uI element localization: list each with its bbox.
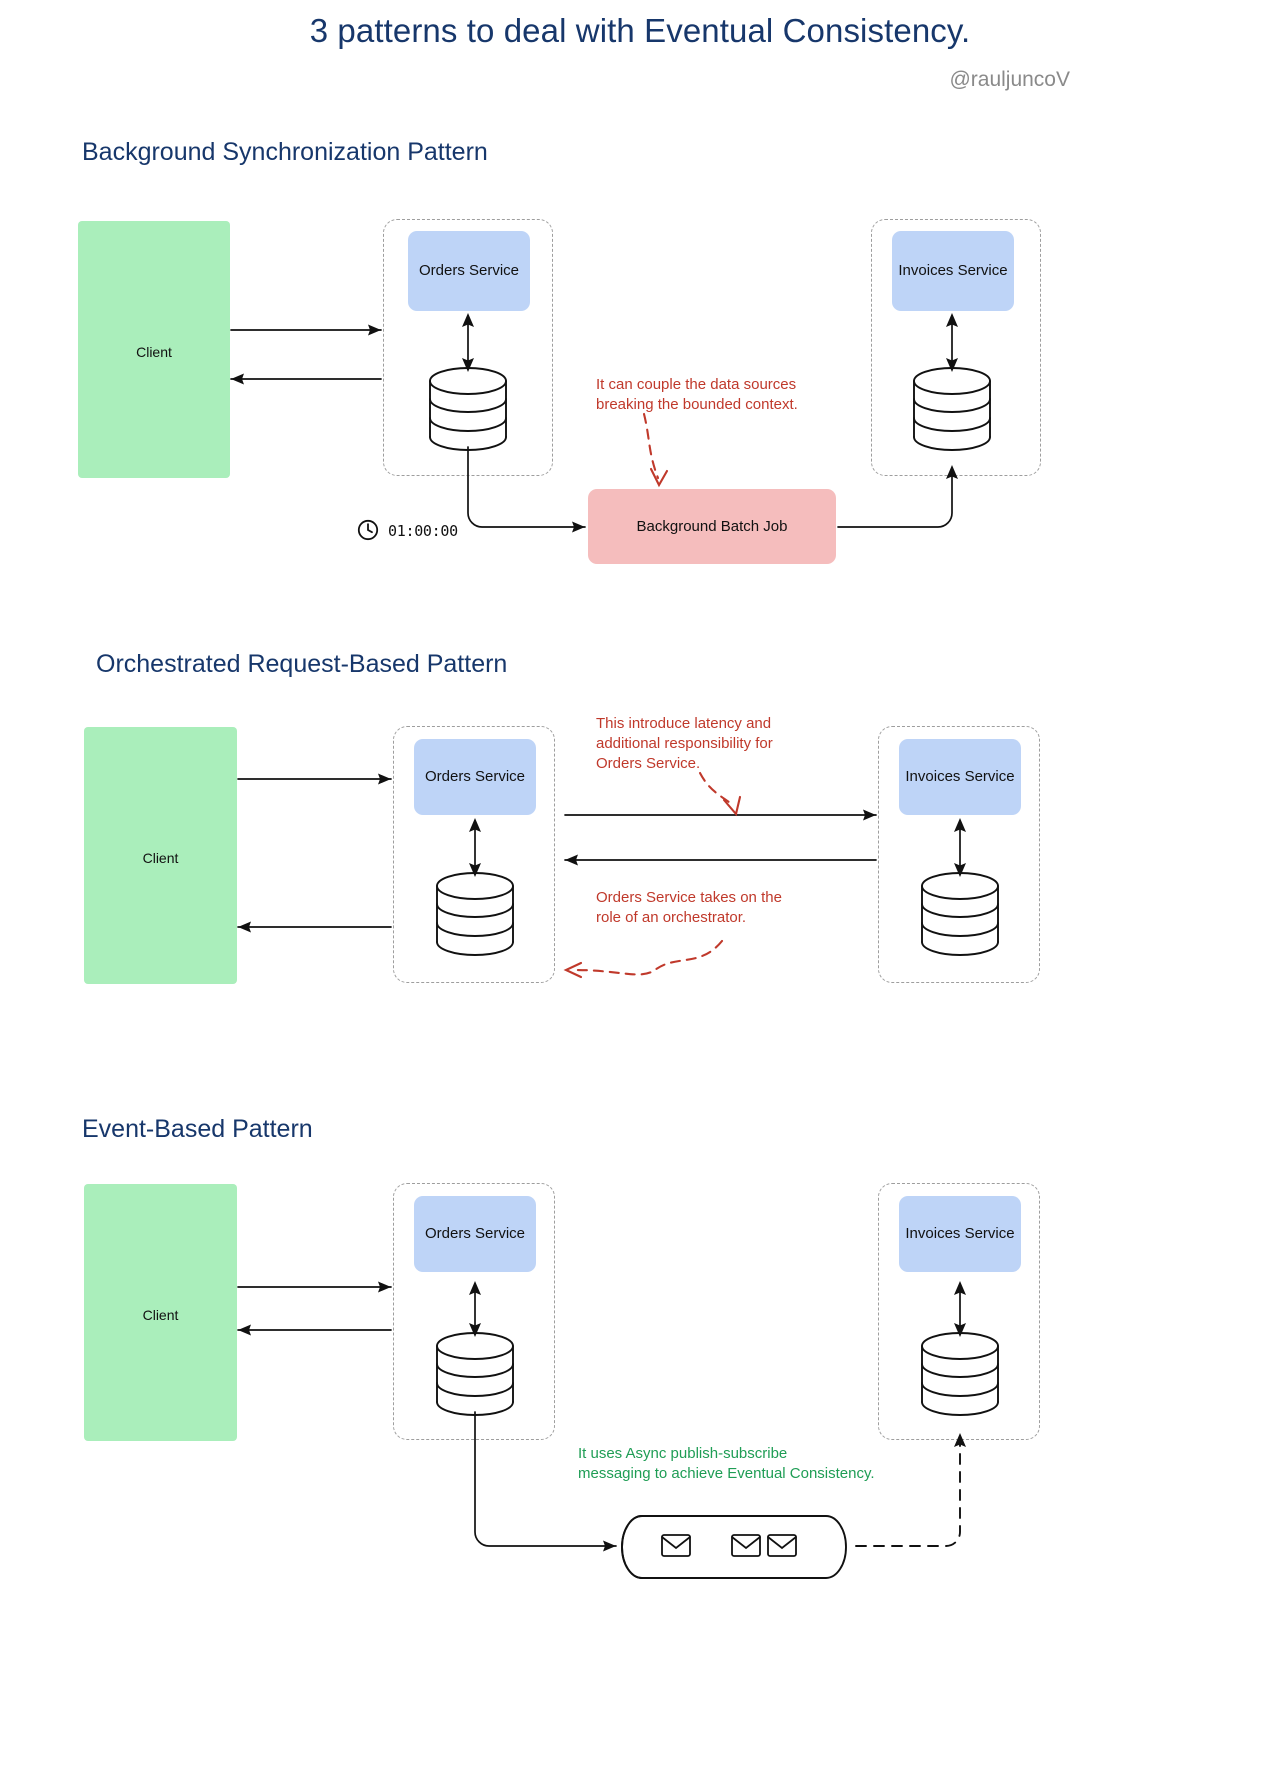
invoices-service-section3: Invoices Service xyxy=(899,1196,1021,1272)
envelope-icon xyxy=(731,1534,761,1557)
orders-service-section3: Orders Service xyxy=(414,1196,536,1272)
envelope-icon xyxy=(661,1534,691,1557)
clock-icon xyxy=(357,519,379,541)
orders-service-section2: Orders Service xyxy=(414,739,536,815)
client-label-section3: Client xyxy=(142,1307,179,1323)
invoices-service-section2: Invoices Service xyxy=(899,739,1021,815)
client-box-section3: Client xyxy=(84,1184,237,1441)
envelope-icon xyxy=(767,1534,797,1557)
invoices-boundary-section2 xyxy=(878,726,1040,983)
message-queue xyxy=(621,1515,847,1579)
invoices-service-section1: Invoices Service xyxy=(892,231,1014,311)
note-orchestrator-warning: Orders Service takes on the role of an o… xyxy=(596,889,782,926)
connectors-section2 xyxy=(237,771,999,979)
section-title-background-synchronization: Background Synchronization Pattern xyxy=(82,138,488,166)
orders-boundary-section2 xyxy=(393,726,555,983)
section-title-orchestrated-request-based: Orchestrated Request-Based Pattern xyxy=(96,650,508,678)
section-title-event-based: Event-Based Pattern xyxy=(82,1115,313,1143)
author-handle: @rauljuncoV xyxy=(949,68,1070,91)
connectors-section3 xyxy=(237,1281,999,1552)
client-label-section1: Client xyxy=(136,344,172,360)
note-latency-warning: This introduce latency and additional re… xyxy=(596,715,773,772)
schedule-time-label: 01:00:00 xyxy=(388,522,458,540)
orders-service-section1: Orders Service xyxy=(408,231,530,311)
note-coupling-warning: It can couple the data sources breaking … xyxy=(596,376,798,413)
background-batch-job-box: Background Batch Job xyxy=(588,489,836,564)
client-box-section1: Client xyxy=(78,221,230,478)
orders-boundary-section3 xyxy=(393,1183,555,1440)
client-label-section2: Client xyxy=(142,850,179,866)
connectors-section1 xyxy=(230,313,991,533)
page-title: 3 patterns to deal with Eventual Consist… xyxy=(309,12,971,49)
note-async-messaging: It uses Async publish-subscribe messagin… xyxy=(578,1445,875,1482)
client-box-section2: Client xyxy=(84,727,237,984)
